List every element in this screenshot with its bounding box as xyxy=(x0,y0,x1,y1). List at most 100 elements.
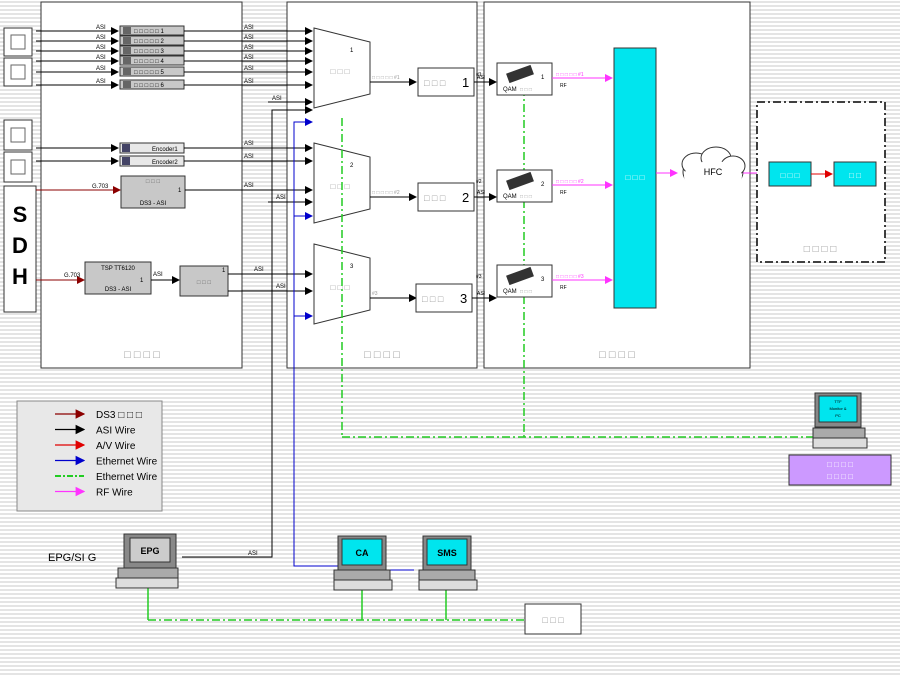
encoder-output-asi: ASI xyxy=(244,35,254,41)
svg-text:ASI: ASI xyxy=(477,75,485,81)
legend xyxy=(16,400,163,512)
encoder-rows: ASI □ □ □ □ □ 1 ASI ASI □ □ □ □ □ 2 ASI ASI □ □… xyxy=(36,25,313,90)
svg-text:2: 2 xyxy=(541,182,545,188)
legend-label: Ethernet Wire xyxy=(96,457,158,468)
svg-text:ASI: ASI xyxy=(244,154,254,160)
ca-label: CA xyxy=(356,548,369,558)
svg-text:□ □ □: □ □ □ xyxy=(781,171,800,180)
qam-input-tag: #3 xyxy=(476,274,482,280)
qam-label: QAM xyxy=(503,194,517,200)
monitor-pc: TTF Monitor & PC xyxy=(812,392,868,449)
qam-label: QAM xyxy=(503,87,517,93)
encoder-output-asi: ASI xyxy=(244,55,254,61)
sdh-letter-s: S xyxy=(13,202,28,227)
svg-text:□ □ □: □ □ □ xyxy=(422,294,444,304)
qam-output-tag: □ □ □ □ □ #2 xyxy=(556,179,584,185)
rf-combiner xyxy=(613,47,657,309)
svg-text:□ □ □: □ □ □ xyxy=(626,173,645,182)
epg-label: EPG xyxy=(140,546,159,556)
svg-text:□ □ □: □ □ □ xyxy=(520,289,532,295)
encoder-input-asi: ASI xyxy=(96,35,106,41)
mux-output-number: 3 xyxy=(460,291,467,306)
svg-text:□ □ □ □: □ □ □ □ xyxy=(804,244,837,255)
svg-text:1: 1 xyxy=(178,188,182,194)
legend-label: DS3 □ □ □ xyxy=(96,410,142,421)
legend-label: Ethernet Wire xyxy=(96,472,158,483)
encoder-input-asi: ASI xyxy=(96,79,106,85)
ca-workstation: CA xyxy=(333,535,393,591)
qam-input-tag: #1 xyxy=(476,72,482,78)
tsp-converter xyxy=(84,261,152,295)
encoder-input-asi: ASI xyxy=(96,55,106,61)
mux-output-tag: #3 xyxy=(372,291,378,297)
svg-text:□ □ □ □: □ □ □ □ xyxy=(827,460,853,469)
svg-text:□ □ □: □ □ □ xyxy=(542,615,564,625)
ethernet-green-solid xyxy=(147,586,447,620)
svg-text:1: 1 xyxy=(222,268,226,274)
epg-workstation: EPG xyxy=(115,533,179,589)
svg-text:□ □ □: □ □ □ xyxy=(520,194,532,200)
encoder-output-asi: ASI xyxy=(244,66,254,72)
epg-side-label: EPG/SI G xyxy=(48,552,96,564)
svg-text:ASI: ASI xyxy=(276,195,286,201)
svg-text:□ □ □: □ □ □ xyxy=(146,179,161,185)
qam-label: QAM xyxy=(503,289,517,295)
qam-output-tag: □ □ □ □ □ #1 xyxy=(556,72,584,78)
svg-text:ASI: ASI xyxy=(248,551,258,557)
encoder-label: □ □ □ □ □ 5 xyxy=(134,70,164,76)
legend-label: A/V Wire xyxy=(96,441,136,452)
mux-number: 1 xyxy=(350,48,354,54)
ds3-asi-converter-1 xyxy=(120,175,186,209)
ethernet-switch xyxy=(524,603,582,635)
mux-number: 2 xyxy=(350,163,354,169)
sdh-letter-h: H xyxy=(12,264,28,289)
svg-text:PC: PC xyxy=(835,413,841,418)
svg-text:3: 3 xyxy=(541,277,545,283)
svg-text:□ □ □: □ □ □ xyxy=(331,283,350,292)
svg-text:TTF: TTF xyxy=(834,399,842,404)
svg-text:DS3 - ASI: DS3 - ASI xyxy=(105,287,132,293)
encoder-output-asi: ASI xyxy=(244,45,254,51)
television xyxy=(833,161,877,187)
legend-label: ASI Wire xyxy=(96,426,136,437)
tsp-label: TSP TT6120 xyxy=(101,266,135,272)
mux-output-box xyxy=(415,283,473,313)
svg-text:ASI: ASI xyxy=(477,291,485,297)
svg-text:ASI: ASI xyxy=(244,141,254,147)
mux-number: 3 xyxy=(350,264,354,270)
ds3-asi-label-1: DS3 - ASI xyxy=(140,201,167,207)
encoder-input-asi: ASI xyxy=(96,45,106,51)
svg-text:G.703: G.703 xyxy=(64,273,81,279)
svg-text:□ □ □ □: □ □ □ □ xyxy=(827,472,853,481)
qam-input-tag: #2 xyxy=(476,179,482,185)
panel-mux-label: □ □ □ □ xyxy=(364,349,400,361)
sms-label: SMS xyxy=(437,548,457,558)
qam-output-tag: □ □ □ □ □ #3 xyxy=(556,274,584,280)
svg-text:□ □ □: □ □ □ xyxy=(520,87,532,93)
panel-source-label: □ □ □ □ xyxy=(124,349,160,361)
monitor-label-box xyxy=(788,454,892,486)
ethernet-green-lines xyxy=(148,88,815,621)
svg-text:ASI: ASI xyxy=(477,190,485,196)
svg-text:ASI: ASI xyxy=(153,272,163,278)
mux-unit xyxy=(313,27,371,109)
svg-text:ASI: ASI xyxy=(254,267,264,273)
hfc-label: HFC xyxy=(704,167,723,177)
svg-text:ASI: ASI xyxy=(272,96,282,102)
svg-text:□ □ □: □ □ □ xyxy=(424,193,446,203)
mux-output-number: 1 xyxy=(462,75,469,90)
panel-modulation-label: □ □ □ □ xyxy=(599,349,635,361)
svg-text:□ □ □: □ □ □ xyxy=(424,78,446,88)
encoder-label: □ □ □ □ □ 2 xyxy=(134,39,164,45)
asi-repeater xyxy=(179,265,229,297)
svg-text:1: 1 xyxy=(541,75,545,81)
svg-text:ASI: ASI xyxy=(244,183,254,189)
encoder1-label: Encoder1 xyxy=(152,147,178,153)
encoder-output-asi: ASI xyxy=(244,79,254,85)
set-top-box xyxy=(768,161,812,187)
encoder-label: □ □ □ □ □ 3 xyxy=(134,49,164,55)
encoder-label: □ □ □ □ □ 1 xyxy=(134,29,164,35)
svg-text:G.703: G.703 xyxy=(92,184,109,190)
mux-output-tag: □ □ □ □ □ #2 xyxy=(372,190,400,196)
